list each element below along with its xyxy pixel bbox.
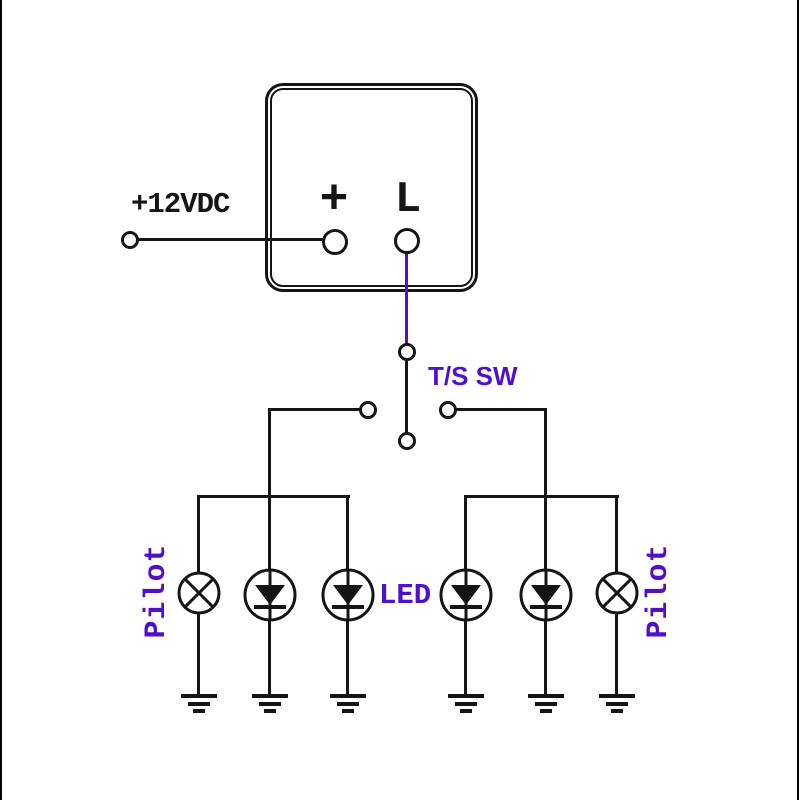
- switch-left-contact-wire: [268, 408, 360, 411]
- left-led1-ground-wire: [268, 619, 271, 694]
- flasher-relay-box-inner-line: [270, 88, 473, 287]
- switch-right-contact-node: [439, 401, 457, 419]
- switch-blade-end-node: [398, 432, 416, 450]
- ground-icon-6: [599, 694, 635, 713]
- led-label: LED: [379, 579, 432, 612]
- relay-load-terminal-label: L: [394, 175, 422, 225]
- relay-plus-terminal-label: +: [319, 174, 349, 228]
- load-wire-purple: [405, 241, 408, 344]
- supply-wire: [136, 238, 324, 241]
- left-led2-drop-wire: [346, 495, 349, 572]
- right-pilot-lamp-icon: [595, 571, 639, 615]
- right-pilot-drop-wire: [615, 495, 618, 575]
- left-led1-icon: [243, 568, 297, 622]
- right-led1-icon: [439, 568, 493, 622]
- right-pilot-label: Pilot: [642, 543, 676, 639]
- ground-icon-1: [181, 694, 217, 713]
- right-led1-drop-wire: [464, 495, 467, 572]
- right-led2-ground-wire: [544, 619, 547, 694]
- left-pilot-drop-wire: [197, 495, 200, 575]
- ground-icon-3: [330, 694, 366, 713]
- relay-plus-terminal-circle: [322, 229, 348, 255]
- switch-blade-wire: [405, 360, 408, 433]
- turn-signal-switch-label: T/S SW: [428, 361, 518, 391]
- supply-label: +12VDC: [131, 188, 230, 221]
- switch-left-contact-node: [359, 401, 377, 419]
- left-edge-border: [0, 0, 2, 800]
- left-branch-feed-wire: [268, 408, 271, 572]
- left-pilot-lamp-icon: [177, 571, 221, 615]
- relay-load-terminal-circle: [394, 228, 420, 254]
- right-branch-feed-wire: [544, 408, 547, 572]
- right-pilot-ground-wire: [615, 613, 618, 694]
- left-led2-ground-wire: [346, 619, 349, 694]
- right-edge-border: [797, 0, 799, 800]
- right-led2-icon: [519, 568, 573, 622]
- left-pilot-label: Pilot: [140, 543, 174, 639]
- right-led1-ground-wire: [464, 619, 467, 694]
- ground-icon-4: [448, 694, 484, 713]
- left-pilot-ground-wire: [197, 613, 200, 694]
- left-branch-bus-wire: [197, 495, 350, 498]
- supply-input-node: [121, 231, 139, 249]
- switch-right-contact-wire: [455, 408, 547, 411]
- ground-icon-5: [528, 694, 564, 713]
- flasher-relay-box: [265, 83, 478, 292]
- ground-icon-2: [252, 694, 288, 713]
- left-led2-icon: [321, 568, 375, 622]
- right-branch-bus-wire: [464, 495, 619, 498]
- switch-pole-node: [398, 343, 416, 361]
